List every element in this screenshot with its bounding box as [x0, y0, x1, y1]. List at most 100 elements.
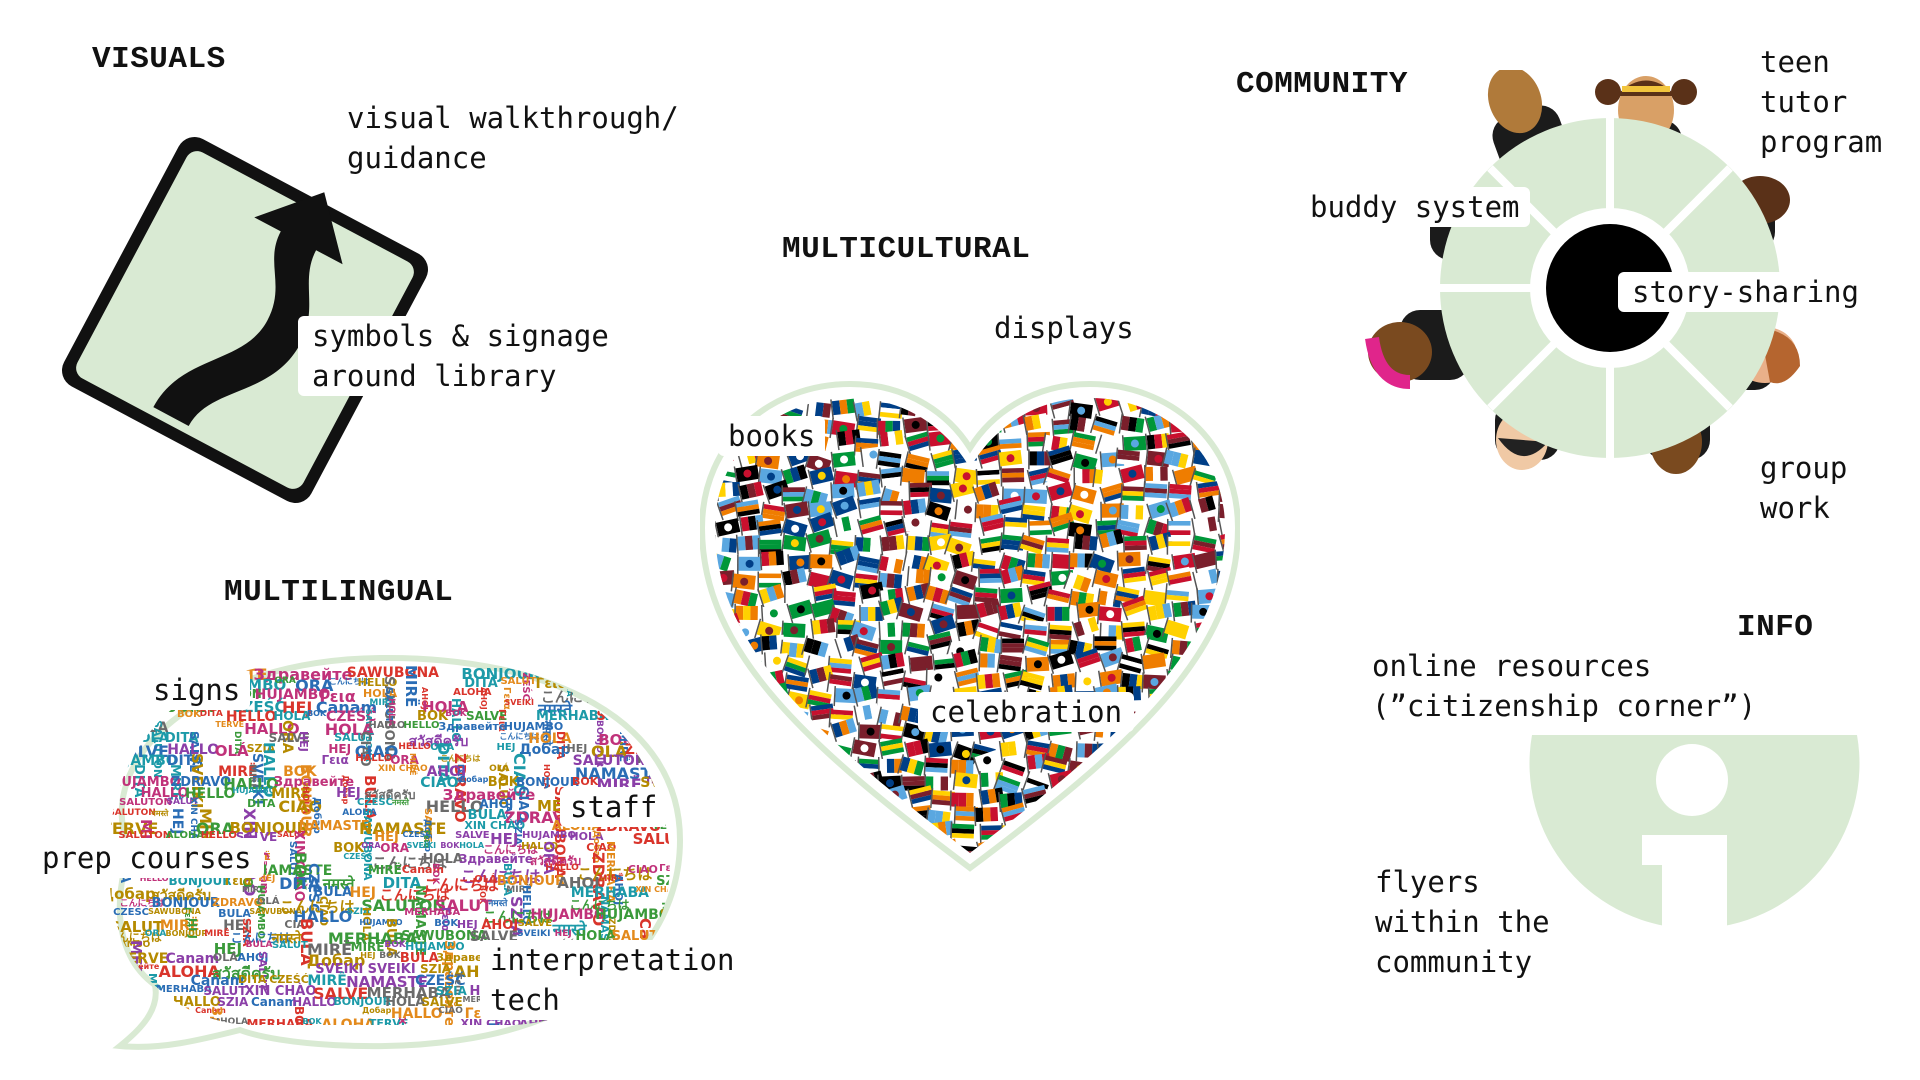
flag-tile: [902, 551, 929, 572]
greeting-word: BULA: [467, 808, 507, 823]
flag-tile: [1017, 668, 1045, 691]
greeting-word: BOK: [177, 709, 201, 720]
greeting-word: ALOHA: [648, 709, 670, 725]
flag-tile: [734, 755, 762, 778]
flag-tile: [1195, 480, 1222, 502]
flag-tile: [854, 553, 881, 574]
flag-tile: [807, 466, 835, 490]
greeting-word: OLÁ: [214, 742, 249, 760]
greeting-word: SALUTON: [361, 896, 446, 915]
greeting-word: AHOJ: [519, 1017, 554, 1025]
flag-tile: [1210, 753, 1225, 775]
greeting-word: HOLA: [110, 709, 130, 718]
flag-tile: [781, 620, 806, 641]
displays-label: displays: [994, 311, 1134, 345]
greeting-word: Canam: [165, 951, 220, 967]
flag-tile: [1191, 806, 1217, 827]
greeting-word: NAMASTE: [359, 819, 447, 838]
flag-tile: [1063, 569, 1092, 593]
flag-tile: [972, 481, 1000, 506]
flag-tile: [1118, 413, 1145, 434]
visuals-heading: VISUALS: [92, 42, 226, 77]
flag-tile: [1096, 604, 1122, 625]
greeting-word: SALUT: [500, 676, 537, 687]
flag-tile: [756, 748, 784, 773]
flag-tile: [1120, 566, 1147, 588]
flag-tile: [899, 465, 926, 486]
greeting-word: BOK: [384, 940, 406, 950]
flag-tile: [906, 566, 932, 587]
flag-tile: [998, 587, 1023, 608]
greeting-word: HELLO: [357, 676, 398, 689]
flag-tile: [1086, 550, 1115, 575]
greeting-word: BOK: [283, 764, 317, 780]
flag-tile: [927, 741, 952, 762]
flag-tile: [978, 513, 1006, 536]
flag-tile: [757, 766, 785, 791]
greeting-word: CIAO: [278, 797, 323, 816]
flag-tile: [738, 857, 762, 878]
flag-tile: [1188, 495, 1216, 520]
flag-tile: [1099, 622, 1124, 643]
flag-tile: [761, 718, 789, 744]
greeting-word: BONJOUR: [461, 665, 541, 683]
flag-tile: [733, 731, 762, 757]
flag-tile: [1164, 431, 1191, 454]
flag-tile: [970, 551, 997, 572]
flag-tile: [1092, 634, 1117, 655]
flag-tile: [1215, 722, 1225, 743]
flag-tile: [902, 856, 928, 878]
greeting-word: こんにちは: [328, 677, 369, 686]
flag-tile: [1022, 412, 1049, 436]
flag-tile: [978, 535, 1005, 558]
greeting-word: CIAO: [627, 863, 658, 876]
greeting-word: MERHABA: [570, 885, 650, 901]
greeting-word: HEJ: [110, 731, 125, 744]
greeting-word: こんにちは: [482, 910, 553, 926]
flag-tile: [904, 431, 932, 456]
flag-tile: [755, 838, 782, 853]
flag-tile: [805, 529, 833, 553]
greeting-word: HUJAMBO: [254, 687, 331, 703]
flag-tile: [807, 511, 835, 537]
flag-tile: [1045, 481, 1073, 506]
greeting-word: BULA: [399, 951, 439, 966]
flag-tile: [805, 399, 832, 420]
greeting-word: TERVE: [668, 720, 670, 729]
flag-tile: [900, 670, 928, 691]
greeting-word: Canam: [315, 698, 378, 717]
greeting-word: สวัสดีครับ: [529, 854, 582, 868]
flyers-community-label: flyers within the community: [1375, 865, 1550, 979]
greeting-word: CIAO: [354, 742, 399, 761]
greeting-word: HUJAMBO: [522, 830, 577, 841]
flag-tile: [1208, 701, 1225, 724]
greeting-word: XIN CHÀO: [396, 1017, 407, 1025]
flag-tile: [1044, 535, 1070, 556]
flag-tile: [1123, 752, 1150, 775]
flag-tile: [1168, 804, 1193, 825]
greeting-word: SALUT: [166, 797, 199, 807]
greeting-word: DITA: [279, 874, 321, 893]
greeting-word: SALUT: [203, 984, 247, 998]
greeting-word: ALOHA: [321, 1017, 376, 1025]
greeting-word: こんにちは: [569, 898, 630, 912]
greeting-word: XIN CHÀO: [244, 984, 317, 999]
flag-tile: [781, 532, 807, 553]
flag-tile: [829, 495, 858, 521]
flag-tile: [1215, 634, 1225, 655]
greeting-word: CIAO: [438, 1006, 463, 1016]
greeting-word: नमस्ते: [392, 798, 409, 807]
flag-tile: [900, 620, 926, 641]
flag-tile: [1217, 529, 1225, 554]
greeting-word: HEJ: [282, 698, 313, 717]
flag-tile: [1147, 769, 1175, 794]
greeting-word: SALUTON: [119, 797, 172, 808]
signs-label: signs: [143, 670, 251, 710]
greeting-word: ORA: [361, 841, 381, 850]
flag-tile: [923, 755, 949, 776]
greeting-word: Здравейте: [110, 962, 160, 971]
flag-tile: [1000, 466, 1025, 487]
flag-tile: [830, 482, 855, 503]
greeting-word: TERVE: [215, 720, 245, 729]
greeting-word: Добар: [362, 1006, 392, 1015]
